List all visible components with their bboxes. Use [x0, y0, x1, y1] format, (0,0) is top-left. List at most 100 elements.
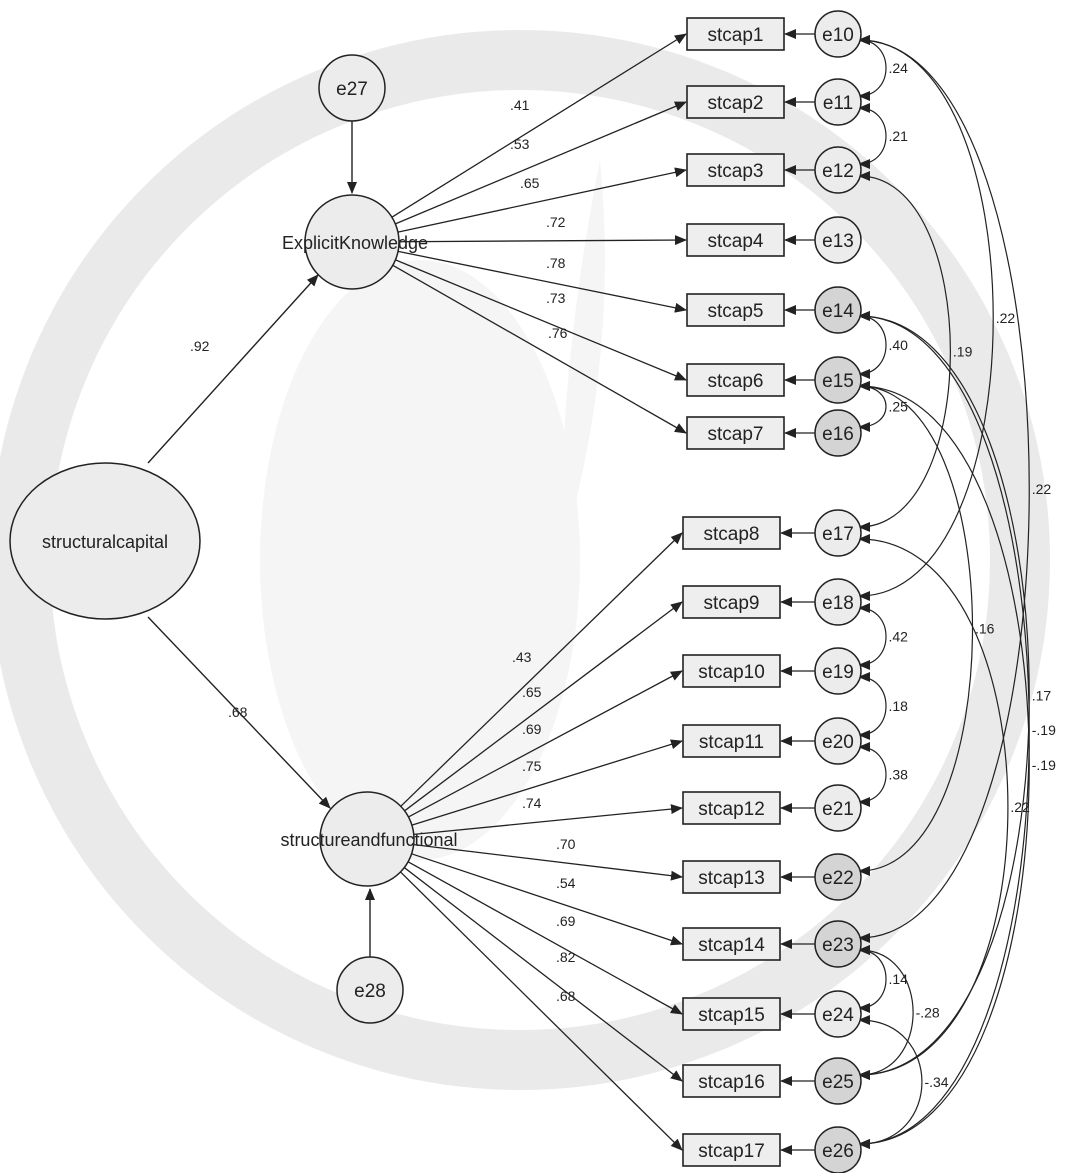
indicator-stcap7: stcap7	[686, 416, 785, 450]
indicator-label-stcap15: stcap15	[698, 1005, 765, 1026]
covariance-label-e14-e26: -.19	[1032, 722, 1056, 738]
covariance-label-e14-e25: .17	[1032, 688, 1052, 704]
loading-path-stcap6	[395, 259, 687, 381]
covariance-e17-e25	[858, 534, 1009, 1080]
covariance-e24-e26	[858, 1015, 923, 1149]
loading-label-stcap7: .76	[548, 325, 568, 341]
disturbance-e27: e27	[318, 54, 386, 122]
loading-label-stcap13: .70	[556, 836, 576, 852]
covariance-e14-e15	[858, 311, 887, 379]
error-label-e23: e23	[822, 935, 854, 956]
loading-path-stcap3	[397, 167, 687, 233]
indicator-label-stcap6: stcap6	[708, 371, 764, 392]
loading-label-stcap6: .73	[546, 290, 566, 306]
error-e17: e17	[814, 509, 862, 557]
error-e11: e11	[814, 78, 862, 126]
error-e18: e18	[814, 578, 862, 626]
loading-label-stcap1: .41	[510, 97, 530, 113]
error-e16: e16	[814, 409, 862, 457]
loading-path-stcap11	[411, 739, 683, 826]
indicator-label-stcap16: stcap16	[698, 1072, 765, 1093]
error-label-e15: e15	[822, 371, 854, 392]
covariance-e12-e17	[858, 171, 951, 532]
indicator-stcap8: stcap8	[682, 516, 781, 550]
error-label-e18: e18	[822, 593, 854, 614]
indicator-label-stcap1: stcap1	[708, 25, 764, 46]
indicator-stcap16: stcap16	[682, 1064, 781, 1098]
indicator-label-stcap5: stcap5	[708, 301, 764, 322]
error-label-e22: e22	[822, 868, 854, 889]
covariance-label-e10-e11: .24	[889, 60, 909, 76]
covariance-label-e19-e20: .18	[889, 698, 909, 714]
covariance-label-e15-e26: -.19	[1032, 757, 1056, 773]
loading-functional-label: .68	[228, 704, 248, 720]
loading-label-stcap10: .69	[522, 721, 542, 737]
error-e26: e26	[814, 1126, 862, 1173]
loading-path-stcap14	[411, 853, 683, 946]
error-e19: e19	[814, 647, 862, 695]
loading-path-stcap2	[395, 101, 687, 225]
loading-path-stcap15	[407, 861, 683, 1015]
indicator-stcap4: stcap4	[686, 223, 785, 257]
covariance-label-e18-e19: .42	[889, 629, 909, 645]
loading-label-stcap4: .72	[546, 214, 566, 230]
error-label-e25: e25	[822, 1072, 854, 1093]
indicator-stcap6: stcap6	[686, 363, 785, 397]
error-e20: e20	[814, 717, 862, 765]
indicator-label-stcap4: stcap4	[708, 231, 764, 252]
covariance-e10-e18	[858, 35, 994, 601]
indicator-stcap5: stcap5	[686, 293, 785, 327]
latent-label-structural: structuralcapital	[42, 532, 168, 552]
disturbance-e28: e28	[336, 956, 404, 1024]
covariance-label-e20-e21: .38	[889, 767, 909, 783]
covariance-label-e15-e16: .25	[889, 399, 909, 415]
error-label-e14: e14	[822, 301, 854, 322]
indicator-label-stcap14: stcap14	[698, 935, 765, 956]
latent-structural-capital: structuralcapital	[9, 462, 201, 620]
covariance-label-e14-e15: .40	[889, 337, 909, 353]
covariance-e15-e16	[858, 381, 887, 432]
indicator-label-stcap17: stcap17	[698, 1141, 765, 1162]
error-e13: e13	[814, 216, 862, 264]
loading-label-stcap3: .65	[520, 175, 540, 191]
disturbance-label-e27: e27	[336, 79, 368, 100]
error-label-e12: e12	[822, 161, 854, 182]
loading-path-stcap4	[398, 235, 687, 246]
error-label-e20: e20	[822, 732, 854, 753]
covariance-label-e12-e17: .19	[953, 344, 973, 360]
indicator-stcap14: stcap14	[682, 927, 781, 961]
loading-label-stcap11: .75	[522, 758, 542, 774]
covariance-e10-e11	[858, 35, 887, 101]
error-e12: e12	[814, 146, 862, 194]
indicator-label-stcap7: stcap7	[708, 424, 764, 445]
path-structural-to-explicit	[147, 274, 319, 464]
loading-label-stcap16: .82	[556, 949, 576, 965]
error-label-e16: e16	[822, 424, 854, 445]
indicator-stcap3: stcap3	[686, 153, 785, 187]
indicator-label-stcap8: stcap8	[704, 524, 760, 545]
loading-path-stcap17	[400, 871, 683, 1151]
error-label-e21: e21	[822, 799, 854, 820]
loading-path-stcap8	[400, 532, 683, 807]
loading-path-stcap7	[392, 264, 687, 434]
covariance-e15-e22	[858, 381, 973, 876]
loading-path-stcap13	[413, 843, 683, 881]
latent-label-functional: structureandfunctional	[280, 830, 457, 850]
covariance-e10-e23	[858, 35, 1030, 943]
indicator-label-stcap11: stcap11	[699, 732, 764, 753]
error-e23: e23	[814, 920, 862, 968]
indicator-stcap2: stcap2	[686, 85, 785, 119]
indicator-stcap13: stcap13	[682, 860, 781, 894]
indicator-label-stcap10: stcap10	[698, 662, 765, 683]
loading-label-stcap8: .43	[512, 649, 532, 665]
covariance-e15-e26	[858, 381, 1030, 1149]
loading-explicit-label: .92	[190, 338, 210, 354]
error-label-e26: e26	[822, 1141, 854, 1162]
error-e15: e15	[814, 356, 862, 404]
loading-label-stcap17: .68	[556, 988, 576, 1004]
covariance-label-e11-e12: .21	[889, 128, 909, 144]
path-layer	[147, 29, 815, 1155]
loading-label-stcap5: .78	[546, 255, 566, 271]
